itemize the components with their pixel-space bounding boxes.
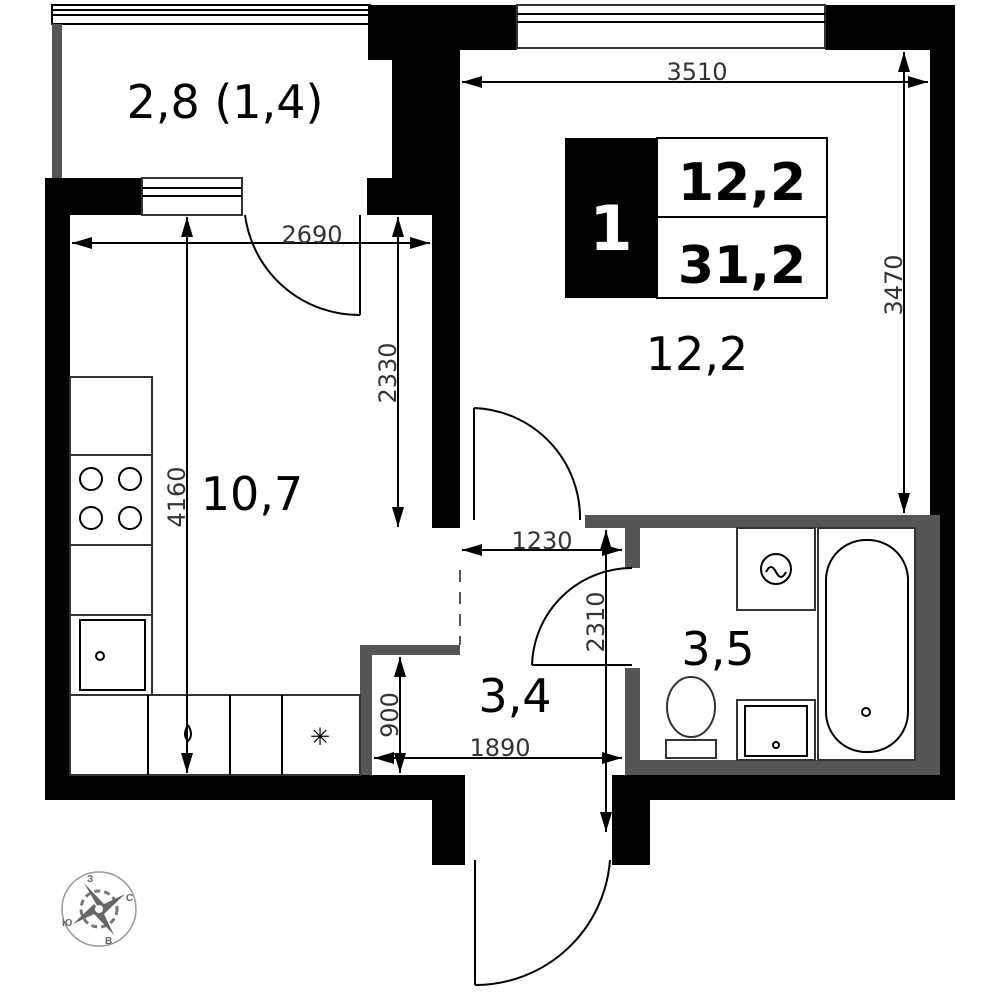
partitions [360, 515, 940, 775]
bathroom-sink [736, 699, 816, 761]
bathtub [817, 527, 916, 761]
hall-area: 3,4 [478, 669, 551, 723]
bathroom-area: 3,5 [681, 622, 754, 676]
dim-kitchen-width: 2690 [281, 221, 342, 249]
windows [141, 4, 826, 216]
balcony-side-wall [52, 24, 62, 179]
bathroom-fixtures [665, 527, 916, 761]
dim-hall-width: 1230 [511, 527, 572, 555]
apartment-summary-badge: 1 12,2 31,2 [565, 137, 828, 299]
doors [244, 214, 633, 987]
dim-corridor-depth: 900 [376, 692, 404, 738]
dim-room-width: 3510 [666, 58, 727, 86]
room-areas: 2,8 (1,4) 10,7 12,2 3,4 3,5 [127, 75, 755, 723]
compass-north: С [126, 893, 133, 904]
kitchen-furniture: ✳ [69, 376, 361, 776]
balcony-area: 2,8 (1,4) [127, 75, 324, 129]
washing-machine [736, 527, 816, 611]
stove [69, 454, 153, 546]
dim-corridor-width: 1890 [469, 734, 530, 762]
exterior-walls [45, 5, 955, 865]
room-window [516, 4, 826, 49]
rooms-count: 1 [589, 192, 632, 265]
total-area: 31,2 [678, 236, 806, 296]
dimension-lines [72, 52, 928, 832]
compass-south: Ю [62, 918, 72, 929]
dim-kitchen-to-door: 2330 [374, 342, 402, 403]
dimension-labels: 2690 4160 2330 3510 3470 1230 2310 1890 … [163, 58, 908, 762]
compass-west: З [87, 874, 93, 885]
dim-room-length: 3470 [880, 254, 908, 315]
compass-east: В [105, 936, 112, 947]
toilet [666, 676, 716, 738]
fridge-icon: ✳ [310, 725, 330, 751]
living-area: 12,2 [678, 153, 806, 213]
bedroom-area: 12,2 [646, 327, 748, 381]
compass-icon: З С Ю В [61, 871, 137, 947]
dim-hall-length: 2310 [582, 591, 610, 652]
dim-kitchen-length: 4160 [163, 466, 191, 527]
kitchen-area: 10,7 [201, 467, 303, 521]
kitchen-sink [69, 614, 153, 696]
